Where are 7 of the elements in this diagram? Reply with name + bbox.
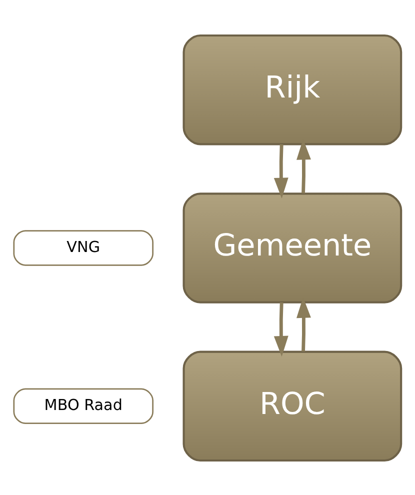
- node-box: VNG: [13, 230, 154, 266]
- node-box: Gemeente: [182, 192, 402, 303]
- node-box: Rijk: [182, 34, 402, 145]
- node-box: MBO Raad: [13, 388, 154, 424]
- arrow: [274, 302, 288, 356]
- arrow: [274, 144, 288, 198]
- node-box: ROC: [182, 350, 402, 462]
